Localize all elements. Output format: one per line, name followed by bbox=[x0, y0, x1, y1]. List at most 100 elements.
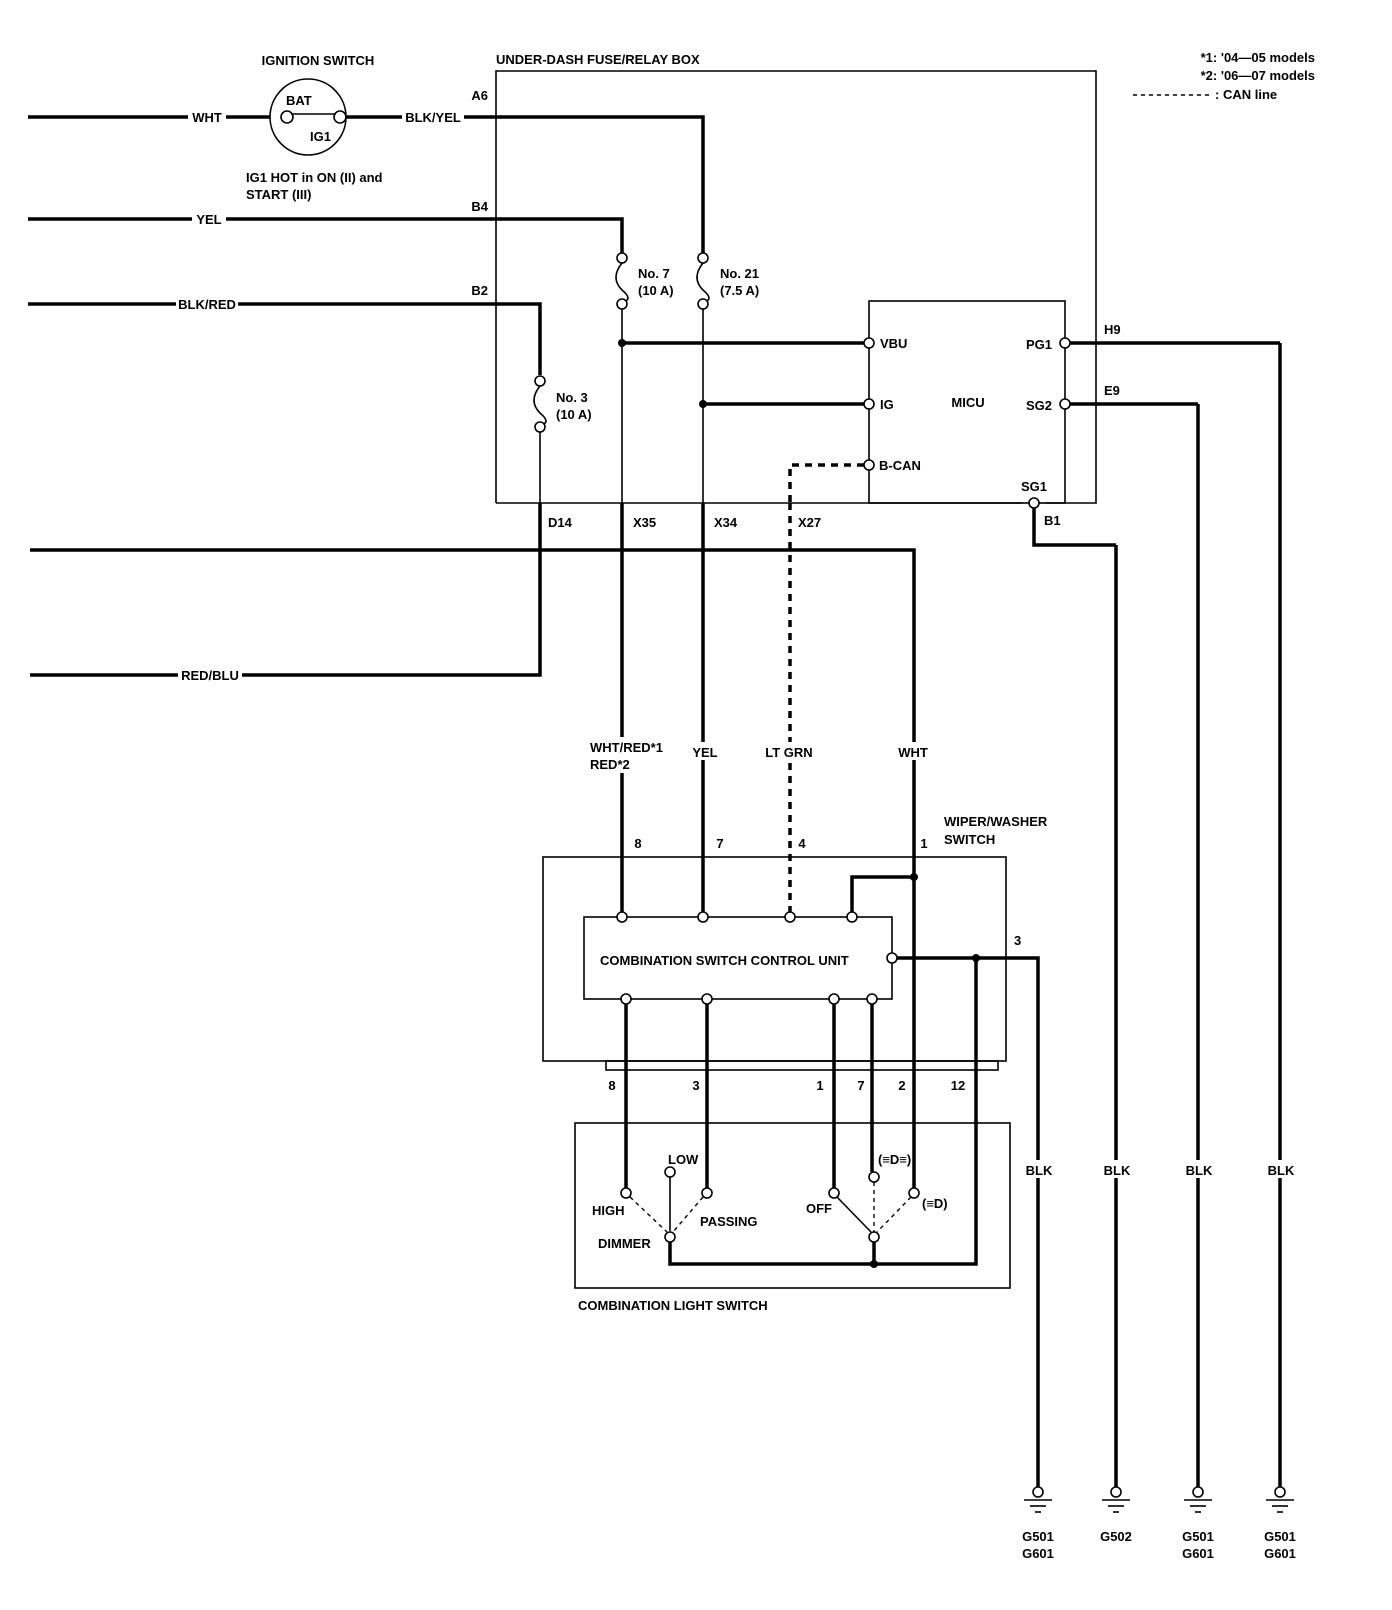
label-high: HIGH bbox=[592, 1203, 625, 1218]
blk-labels: BLK BLK BLK BLK bbox=[1024, 1160, 1296, 1178]
ignition-ig1-label: IG1 bbox=[310, 129, 331, 144]
connector-d14: D14 bbox=[548, 515, 573, 530]
combination-light-switch: COMBINATION LIGHT SWITCH LOW HIGH PASSIN… bbox=[574, 1070, 1011, 1313]
fuse-21-symbol bbox=[696, 262, 710, 303]
fuse-3-symbol bbox=[533, 385, 547, 426]
ignition-ig1-terminal bbox=[333, 110, 347, 124]
ground-label-4b: G601 bbox=[1264, 1546, 1296, 1561]
label-bg-blkred bbox=[176, 294, 238, 312]
micu-pg1-label: PG1 bbox=[1026, 337, 1052, 352]
light-pin-12: 12 bbox=[951, 1078, 965, 1093]
ground-label-2a: G502 bbox=[1100, 1529, 1132, 1544]
junction-light-common bbox=[870, 1260, 878, 1268]
fuse-3-bottom bbox=[534, 421, 546, 433]
legend: *1: '04—05 models *2: '06—07 models : CA… bbox=[1133, 50, 1315, 102]
label-bg-ltgrn bbox=[764, 742, 816, 760]
wiper-pin-8: 8 bbox=[634, 836, 641, 851]
micu-sg1-pin bbox=[1028, 497, 1040, 509]
mid-wiring: RED/BLU WHT/RED*1 RED*2 YEL LT GRN WHT bbox=[30, 343, 1282, 1490]
light-pin-7: 7 bbox=[857, 1078, 864, 1093]
fuse-box-outline bbox=[495, 70, 1097, 504]
cu-pin-8 bbox=[616, 911, 628, 923]
ignition-bat-terminal bbox=[280, 110, 294, 124]
cu-pin-4 bbox=[784, 911, 796, 923]
cu-bottom-pin-3 bbox=[701, 993, 713, 1005]
label-dimmer: DIMMER bbox=[598, 1236, 651, 1251]
ground-label-3a: G501 bbox=[1182, 1529, 1214, 1544]
dimmer-link-passing bbox=[672, 1196, 704, 1233]
legend-can-line: : CAN line bbox=[1215, 87, 1277, 102]
label-park-symbol: (≡D≡) bbox=[878, 1152, 911, 1167]
connector-x27: X27 bbox=[798, 515, 821, 530]
label-bg-blk3 bbox=[1184, 1160, 1214, 1178]
ignition-switch-title: IGNITION SWITCH bbox=[262, 53, 375, 68]
wire-pin3-blk bbox=[897, 956, 1040, 1490]
label-bg-wht2 bbox=[896, 742, 932, 760]
light-common-terminal bbox=[868, 1231, 880, 1243]
cu-pin-1 bbox=[846, 911, 858, 923]
wire-sg1-b1 bbox=[1032, 508, 1116, 547]
light-pin-1: 1 bbox=[816, 1078, 823, 1093]
fuse-21-top bbox=[697, 252, 709, 264]
wire-common-ground bbox=[668, 1070, 978, 1266]
park-terminal bbox=[868, 1171, 880, 1183]
cu-bottom-pin-8 bbox=[620, 993, 632, 1005]
wire-yel-b4 bbox=[28, 217, 624, 253]
ignition-bat-label: BAT bbox=[286, 93, 312, 108]
ground-symbol-2: G502 bbox=[1100, 1486, 1132, 1544]
ground-label-4a: G501 bbox=[1264, 1529, 1296, 1544]
light-link-off bbox=[836, 1196, 872, 1233]
ground-symbol-1: G501 G601 bbox=[1022, 1486, 1054, 1561]
ground-terminal-4 bbox=[1274, 1486, 1286, 1498]
micu-vbu-label: VBU bbox=[880, 336, 907, 351]
ground-symbol-3: G501 G601 bbox=[1182, 1486, 1214, 1561]
ground-symbol-4: G501 G601 bbox=[1264, 1486, 1296, 1561]
junction-vbu bbox=[618, 339, 626, 347]
wire-label-yel-left: YEL bbox=[196, 212, 221, 227]
junction-ig bbox=[699, 400, 707, 408]
passing-terminal bbox=[701, 1187, 713, 1199]
wiper-pin-1: 1 bbox=[920, 836, 927, 851]
label-passing: PASSING bbox=[700, 1214, 758, 1229]
fuse-3-rating: (10 A) bbox=[556, 407, 592, 422]
connector-strip: 8 3 1 7 2 12 bbox=[605, 1060, 999, 1093]
wire-blk-red-b2 bbox=[28, 302, 542, 375]
wire-label-blk-red: BLK/RED bbox=[178, 297, 236, 312]
label-bg-blkyel bbox=[402, 107, 464, 125]
wire-label-blk-3: BLK bbox=[1186, 1163, 1213, 1178]
label-bg-wht bbox=[188, 107, 226, 125]
micu-unit: MICU VBU IG B-CAN PG1 SG2 SG1 bbox=[868, 300, 1066, 504]
label-bg-blk1 bbox=[1024, 1160, 1054, 1178]
micu-sg2-label: SG2 bbox=[1026, 398, 1052, 413]
label-bg-yel bbox=[192, 209, 226, 227]
wire-label-wht-top: WHT bbox=[192, 110, 222, 125]
fuse-3-top bbox=[534, 375, 546, 387]
cu-bottom-pin-7 bbox=[866, 993, 878, 1005]
dimmer-link-high bbox=[629, 1196, 668, 1233]
cu-pin-right bbox=[886, 952, 898, 964]
light-pin-8: 8 bbox=[608, 1078, 615, 1093]
ground-label-1a: G501 bbox=[1022, 1529, 1054, 1544]
micu-vbu-pin bbox=[863, 337, 875, 349]
micu-bcan-pin bbox=[863, 459, 875, 471]
micu-pg1-pin bbox=[1059, 337, 1071, 349]
connector-h9: H9 bbox=[1104, 322, 1121, 337]
micu-sg1-label: SG1 bbox=[1021, 479, 1047, 494]
off-terminal bbox=[828, 1187, 840, 1199]
wire-label-blk-2: BLK bbox=[1104, 1163, 1131, 1178]
top-wiring: No. 7 (10 A) No. 21 (7.5 A) No. 3 (10 A) bbox=[28, 88, 1280, 547]
fuse-3-name: No. 3 bbox=[556, 390, 588, 405]
ignition-hot-note-2: START (III) bbox=[246, 187, 311, 202]
low-terminal bbox=[664, 1166, 676, 1178]
micu-ig-label: IG bbox=[880, 397, 894, 412]
wire-label-red-blu: RED/BLU bbox=[181, 668, 239, 683]
dimmer-common-terminal bbox=[664, 1231, 676, 1243]
label-low: LOW bbox=[668, 1152, 699, 1167]
connector-x35: X35 bbox=[633, 515, 656, 530]
can-inner bbox=[788, 463, 864, 503]
control-unit-title: COMBINATION SWITCH CONTROL UNIT bbox=[600, 953, 849, 968]
wiper-switch-title-2: SWITCH bbox=[944, 832, 995, 847]
micu-sg2-pin bbox=[1059, 398, 1071, 410]
